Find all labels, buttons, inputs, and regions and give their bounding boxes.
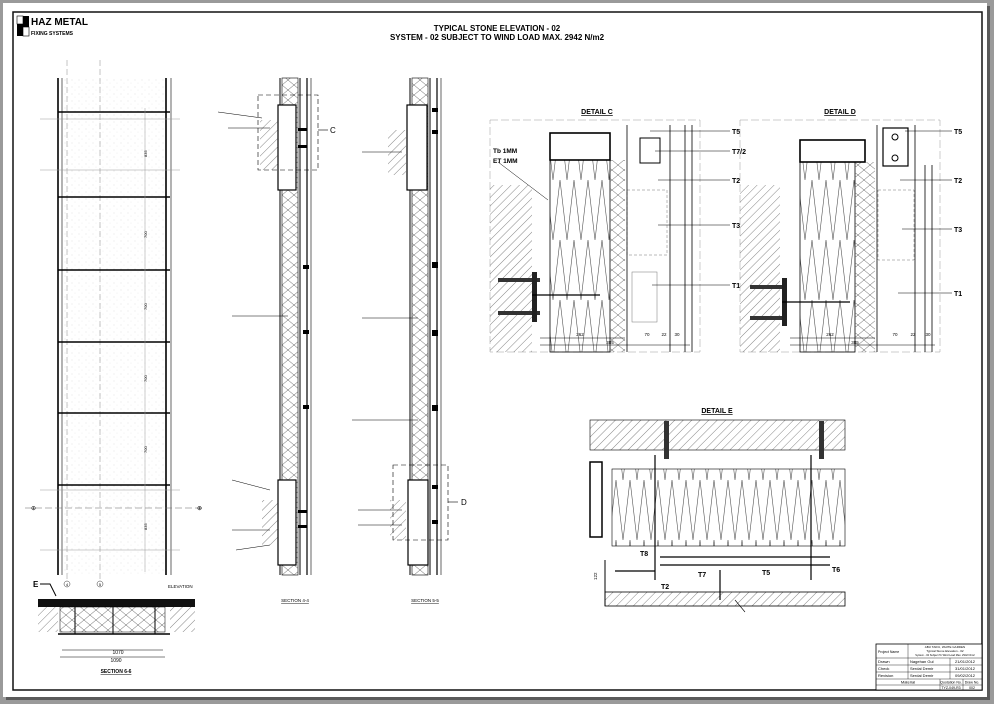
detail-d: DETAIL D T5 T2 T3 T1 262 70 22 30 385 xyxy=(739,109,962,353)
detail-d-tag-t2: T2 xyxy=(954,178,962,185)
detail-c: DETAIL C T5 T7/2 T2 T3 T1 Tb 1MM ET 1MM xyxy=(489,109,746,353)
dim-panel-6: 835 xyxy=(143,523,148,530)
dim: 262 xyxy=(826,332,834,337)
dim: 262 xyxy=(576,332,584,337)
dim-1090: 1090 xyxy=(110,658,121,664)
grid-marker-5: 5 xyxy=(99,582,102,587)
draw-no: 002 xyxy=(969,686,975,690)
row-name: Serdal Demir xyxy=(910,666,934,671)
row-date: 09/02/2012 xyxy=(955,673,976,678)
logo-name: HAZ METAL xyxy=(31,17,88,28)
row-name: Nagehan Gul xyxy=(910,659,934,664)
row-date: 21/01/2012 xyxy=(955,659,976,664)
dim-panel-3: 700 xyxy=(143,303,148,310)
drawing-title: TYPICAL STONE ELEVATION - 02 xyxy=(434,24,561,33)
row-label: Check xyxy=(878,666,889,671)
draw-label: Draw No. xyxy=(965,681,980,685)
section-5-label: SECTION 5-5 xyxy=(411,598,439,603)
dim: 385 xyxy=(606,340,614,345)
detail-c-tag-t7-2: T7/2 xyxy=(732,149,746,156)
row-name: Serdal Demir xyxy=(910,673,934,678)
svg-text:⊕: ⊕ xyxy=(31,506,36,512)
material-label: Material xyxy=(901,680,915,685)
dim-panel-1: 835 xyxy=(143,150,148,157)
dim-1070: 1070 xyxy=(112,650,123,656)
detail-d-tag-t5: T5 xyxy=(954,129,962,136)
dim-panel-5: 700 xyxy=(143,446,148,453)
dim: 30 xyxy=(925,332,931,337)
section-6-label: SECTION 6-6 xyxy=(101,669,132,675)
sheet-border xyxy=(12,11,983,691)
row-label: Revision xyxy=(878,673,893,678)
detail-e: DETAIL E T8 T7 T5 T6 T2 122 xyxy=(589,408,846,613)
detail-c-tag-t3: T3 xyxy=(732,223,740,230)
detail-c-tag-t5: T5 xyxy=(732,129,740,136)
detail-e-title: DETAIL E xyxy=(701,408,733,415)
dim: 22 xyxy=(661,332,667,337)
detail-e-tag-t5: T5 xyxy=(762,570,770,577)
project-name-label: Project Name xyxy=(878,650,899,654)
callout-d: D xyxy=(461,498,467,507)
detail-c-tag-t1: T1 xyxy=(732,283,740,290)
grid-marker-4: 4 xyxy=(66,582,69,587)
detail-d-title: DETAIL D xyxy=(824,109,856,116)
project-line: ABU TAIFU, WHITE GARDEN xyxy=(925,645,965,649)
row-date: 31/01/2012 xyxy=(955,666,976,671)
section-4-label: SECTION 4-4 xyxy=(281,598,309,603)
svg-text:⊕: ⊕ xyxy=(197,506,202,512)
quotation-no: TYZ-049-R3 xyxy=(941,686,960,690)
quotation-label: Quotation No. xyxy=(940,681,962,685)
project-line: System - 02 Subject To Wind Load Max. 29… xyxy=(915,653,975,657)
elevation-view: ⊕ ⊕ 835 700 700 700 700 835 4 5 ELEVATION… xyxy=(25,60,205,597)
dim-panel-4: 700 xyxy=(143,375,148,382)
detail-c-tag-t2: T2 xyxy=(732,178,740,185)
detail-d-tag-t3: T3 xyxy=(954,227,962,234)
detail-c-title: DETAIL C xyxy=(581,109,613,116)
dim: 30 xyxy=(674,332,680,337)
detail-e-tag-t2: T2 xyxy=(661,584,669,591)
section-5-5: D SECTION 5-5 xyxy=(352,77,467,603)
title-block: Project Name ABU TAIFU, WHITE GARDEN Typ… xyxy=(875,643,983,691)
detail-e-tag-t8: T8 xyxy=(640,551,648,558)
project-line: Typical Stone Elevation - 02 xyxy=(926,649,964,653)
drawing-subtitle: SYSTEM - 02 SUBJECT TO WIND LOAD MAX. 29… xyxy=(390,33,605,42)
company-logo: HAZ METAL FIXING SYSTEMS xyxy=(16,15,88,37)
elevation-label: ELEVATION xyxy=(168,584,193,589)
logo-tagline: FIXING SYSTEMS xyxy=(31,31,74,37)
callout-c: C xyxy=(330,126,336,135)
detail-e-tag-t7: T7 xyxy=(698,572,706,579)
detail-d-tag-t1: T1 xyxy=(954,291,962,298)
detail-e-tag-t6: T6 xyxy=(832,567,840,574)
dim: 70 xyxy=(892,332,898,337)
detail-e-dim: 122 xyxy=(593,572,598,580)
section-marker-e: E xyxy=(33,580,39,589)
dim-panel-2: 700 xyxy=(143,231,148,238)
section-6-6: 1070 1090 SECTION 6-6 xyxy=(38,599,195,675)
detail-c-note-2: ET 1MM xyxy=(493,158,518,165)
dim: 70 xyxy=(644,332,650,337)
row-label: Drawn xyxy=(878,659,890,664)
dim: 385 xyxy=(851,340,859,345)
section-4-4: C SECTION 4-4 xyxy=(217,77,336,603)
dim: 22 xyxy=(910,332,916,337)
detail-c-note-1: Tb 1MM xyxy=(493,148,517,155)
